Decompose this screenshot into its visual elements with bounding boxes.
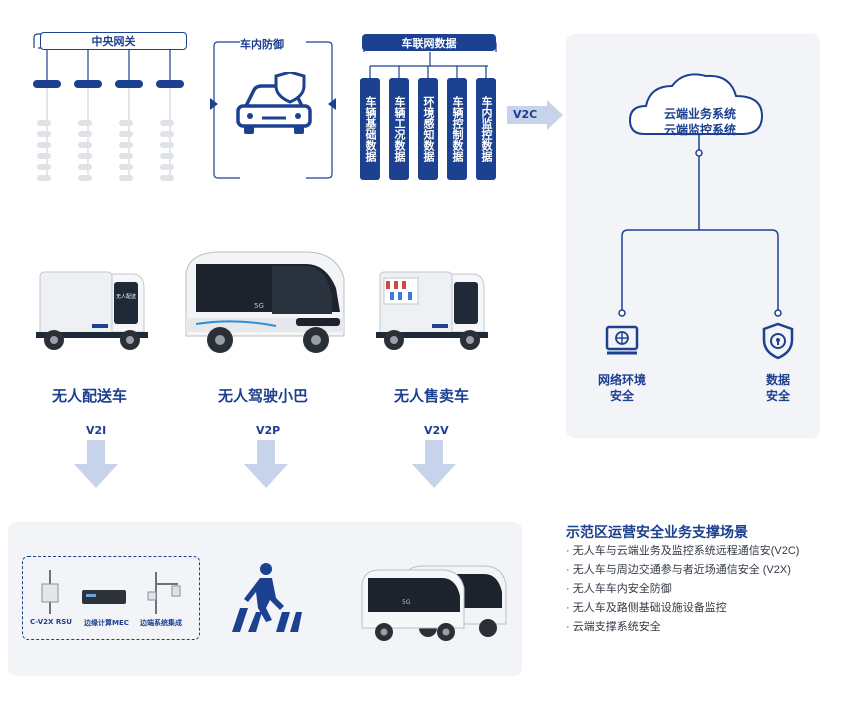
data-bar-control: 车辆控制数据 xyxy=(447,78,467,180)
pedestrian-crosswalk-icon xyxy=(232,563,302,632)
link-v2i-label: V2I xyxy=(86,424,107,437)
v2c-arrow xyxy=(507,100,563,130)
scenario-list: · 无人车与云端业务及监控系统远程通信安(V2C) · 无人车与周边交通参与者近… xyxy=(566,542,836,637)
link-v2v-label: V2V xyxy=(424,424,449,437)
svg-text:5G: 5G xyxy=(254,302,264,310)
iov-data-label: 车联网数据 xyxy=(362,34,496,51)
central-gateway-label: 中央网关 xyxy=(40,32,187,50)
data-bar-monitor: 车内监控数据 xyxy=(476,78,496,180)
v2c-label: V2C xyxy=(513,108,538,121)
cloud-systems-label: 云端业务系统 云端监控系统 xyxy=(648,106,752,138)
data-bar-basic: 车辆基础数据 xyxy=(360,78,380,180)
down-arrow-v2v xyxy=(412,440,456,488)
svg-text:5G: 5G xyxy=(402,599,411,606)
data-shield-icon xyxy=(762,322,794,360)
minibus-pair-image: 5G xyxy=(361,565,507,641)
svg-text:无人配送: 无人配送 xyxy=(116,293,136,300)
network-security-label: 网络环境 安全 xyxy=(588,372,656,404)
link-v2p-label: V2P xyxy=(256,424,281,437)
scenario-item: · 无人车及路侧基础设施设备监控 xyxy=(566,602,727,614)
data-security-line-1: 数据 xyxy=(765,373,790,387)
network-monitor-icon xyxy=(605,325,639,355)
scenario-item: · 云端支撑系统安全 xyxy=(566,621,661,633)
gateway-bracket xyxy=(33,33,187,181)
scenario-title: 示范区运营安全业务支撑场景 xyxy=(566,525,748,541)
scenario-item: · 无人车车内安全防御 xyxy=(566,583,672,595)
data-bar-perception: 环境感知数据 xyxy=(418,78,438,180)
cloud-diagram xyxy=(618,73,782,317)
defense-label: 车内防御 xyxy=(240,38,284,51)
down-arrow-v2p xyxy=(244,440,288,488)
car-shield-icon xyxy=(236,72,312,134)
infrastructure-box xyxy=(22,556,200,640)
cloud-line-2: 云端监控系统 xyxy=(663,123,736,137)
defense-frame xyxy=(210,41,336,179)
vehicle-name-minibus: 无人驾驶小巴 xyxy=(218,387,309,405)
rsu-label: C-V2X RSU xyxy=(30,618,72,626)
network-security-line-2: 安全 xyxy=(609,389,634,403)
scenario-item: · 无人车与云端业务及监控系统远程通信安(V2C) xyxy=(566,545,800,557)
vehicle-name-delivery: 无人配送车 xyxy=(52,387,128,405)
edge-system-label: 边端系统集成 xyxy=(140,619,182,627)
delivery-vehicle-image: 无人配送 xyxy=(36,271,148,350)
vehicle-name-vending: 无人售卖车 xyxy=(394,387,470,405)
data-bar-condition: 车辆工况数据 xyxy=(389,78,409,180)
data-security-label: 数据 安全 xyxy=(744,372,812,404)
minibus-image: 5G xyxy=(185,251,345,353)
network-security-line-1: 网络环境 xyxy=(597,373,646,387)
down-arrow-v2i xyxy=(74,440,118,488)
vending-vehicle-image xyxy=(376,271,488,350)
data-security-line-2: 安全 xyxy=(765,389,790,403)
mec-label: 边缘计算MEC xyxy=(84,619,129,627)
scenario-item: · 无人车与周边交通参与者近场通信安全 (V2X) xyxy=(566,564,791,576)
infrastructure-devices xyxy=(41,570,181,614)
cloud-line-1: 云端业务系统 xyxy=(663,107,736,121)
